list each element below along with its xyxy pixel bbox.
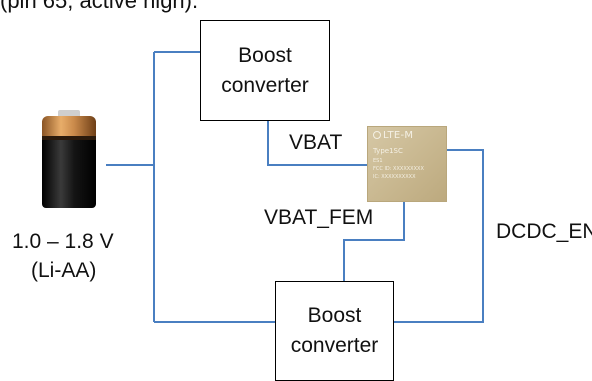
lte-m-module: LTE-M Type1SC ES1 FCC ID: XXXXXXXXX IC: … bbox=[367, 126, 447, 202]
boost-top-line2: converter bbox=[221, 73, 309, 97]
battery-icon bbox=[42, 110, 96, 208]
boost-top-line1: Boost bbox=[238, 43, 292, 67]
chip-name: LTE-M bbox=[383, 130, 414, 141]
wire-dcdc-en bbox=[393, 149, 484, 323]
chip-es: ES1 bbox=[373, 158, 383, 164]
boost-bottom-line2: converter bbox=[290, 334, 379, 357]
wire-vbat bbox=[267, 121, 367, 166]
dcdc-en-label: DCDC_EN bbox=[496, 220, 592, 243]
wire-vbat-fem bbox=[343, 202, 405, 282]
battery-voltage-label: 1.0 – 1.8 V bbox=[12, 230, 114, 253]
chip-type: Type1SC bbox=[373, 147, 403, 155]
battery-type-label: (Li-AA) bbox=[31, 259, 97, 282]
vbat-label: VBAT bbox=[289, 131, 343, 154]
top-caption: (pin 65, active high). bbox=[0, 0, 199, 13]
chip-logo-icon bbox=[373, 131, 381, 139]
boost-converter-bottom: Boost converter bbox=[275, 281, 394, 381]
chip-ic: IC: XXXXXXXXXX bbox=[373, 174, 416, 180]
chip-fcc-id: FCC ID: XXXXXXXXX bbox=[373, 166, 424, 172]
boost-bottom-line1: Boost bbox=[307, 304, 362, 327]
vbat-fem-label: VBAT_FEM bbox=[264, 206, 374, 229]
boost-converter-top: Boost converter bbox=[200, 20, 330, 121]
wire-diagram bbox=[106, 51, 484, 323]
